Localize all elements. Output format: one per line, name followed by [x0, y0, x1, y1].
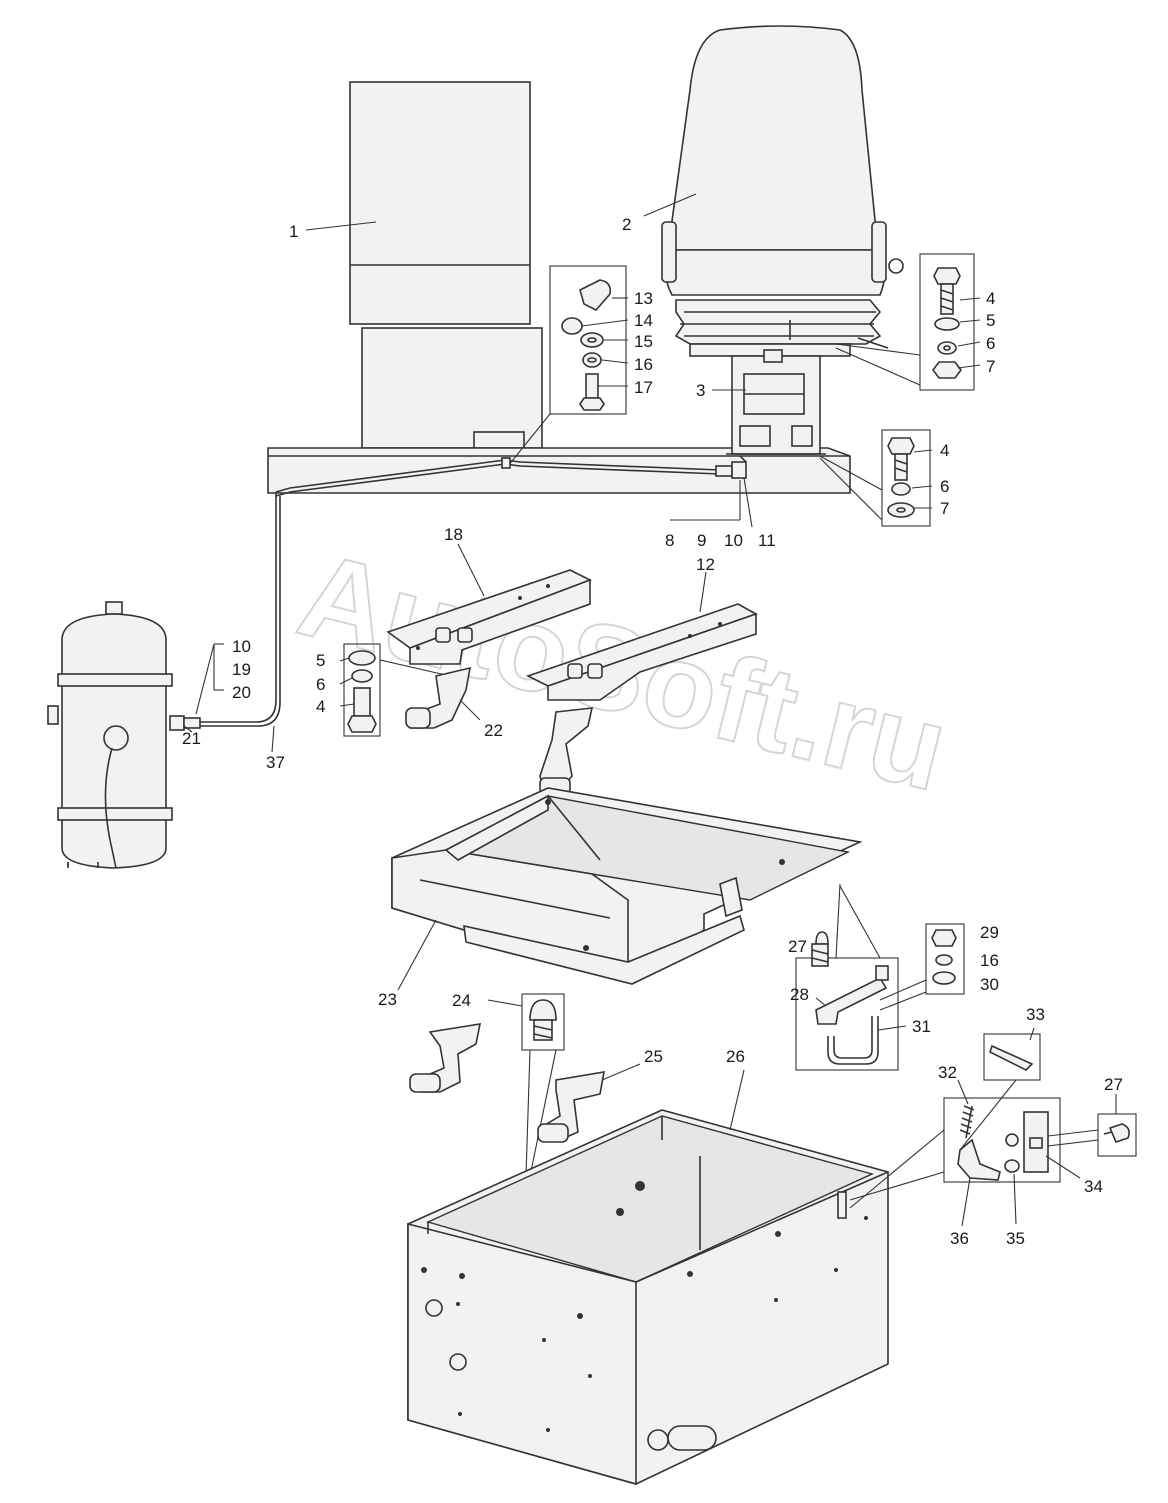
callout-14: 14 [634, 311, 653, 330]
callout-37: 37 [266, 753, 285, 772]
seat-frame [391, 787, 863, 985]
callout-11: 11 [758, 531, 776, 550]
leader-lines [183, 193, 1117, 1227]
callout-7: 7 [940, 499, 949, 518]
hinge-bracket-lower [409, 1023, 482, 1093]
callout-3: 3 [696, 381, 705, 400]
callout-6: 6 [316, 675, 325, 694]
seat-mount-plate-right [525, 603, 758, 701]
callout-22: 22 [484, 721, 503, 740]
callout-1: 1 [289, 222, 298, 241]
seat-fastener-set-upper [835, 253, 975, 391]
callout-10: 10 [232, 637, 251, 656]
callout-6: 6 [940, 477, 949, 496]
seat-mount-plate-left [386, 569, 592, 665]
seat-box [407, 1109, 889, 1486]
callout-9: 9 [697, 531, 706, 550]
air-receiver-tank [47, 601, 224, 869]
callout-35: 35 [1006, 1229, 1025, 1248]
callout-5: 5 [986, 311, 995, 330]
callout-30: 30 [980, 975, 999, 994]
hinge-bracket-25 [537, 1071, 605, 1143]
callout-17: 17 [634, 378, 653, 397]
callout-6: 6 [986, 334, 995, 353]
callout-4: 4 [316, 697, 325, 716]
cab-panel [349, 81, 543, 449]
callout-26: 26 [726, 1047, 745, 1066]
callout-29: 29 [980, 923, 999, 942]
callout-20: 20 [232, 683, 251, 702]
callout-25: 25 [644, 1047, 663, 1066]
hinge-lock-assembly [795, 883, 965, 1071]
callout-12: 12 [696, 555, 715, 574]
latch-assembly [849, 1033, 1137, 1209]
callout-32: 32 [938, 1063, 957, 1082]
callout-16: 16 [980, 951, 999, 970]
operator-seat [661, 25, 904, 455]
callout-19: 19 [232, 660, 251, 679]
seat-air-line [200, 455, 753, 727]
plate-fastener-set [343, 643, 451, 737]
callout-27: 27 [788, 937, 807, 956]
callout-labels: 1 2 3 4 5 6 7 4 6 7 8 9 10 11 12 13 14 1… [182, 215, 1123, 1248]
callout-16: 16 [634, 355, 653, 374]
callout-10: 10 [724, 531, 743, 550]
callout-4: 4 [986, 289, 995, 308]
hinge-bracket-22 [405, 666, 472, 729]
callout-7: 7 [986, 357, 995, 376]
callout-8: 8 [665, 531, 674, 550]
callout-15: 15 [634, 332, 653, 351]
callout-33: 33 [1026, 1005, 1045, 1024]
seat-fastener-set-lower [819, 429, 931, 527]
callout-4: 4 [940, 441, 949, 460]
callout-2: 2 [622, 215, 631, 234]
callout-5: 5 [316, 651, 325, 670]
callout-28: 28 [790, 985, 809, 1004]
callout-31: 31 [912, 1017, 931, 1036]
callout-21: 21 [182, 729, 201, 748]
callout-23: 23 [378, 990, 397, 1009]
callout-13: 13 [634, 289, 653, 308]
callout-36: 36 [950, 1229, 969, 1248]
callout-27: 27 [1104, 1075, 1123, 1094]
callout-18: 18 [444, 525, 463, 544]
callout-24: 24 [452, 991, 471, 1010]
rubber-buffer [521, 993, 565, 1177]
callout-34: 34 [1084, 1177, 1103, 1196]
